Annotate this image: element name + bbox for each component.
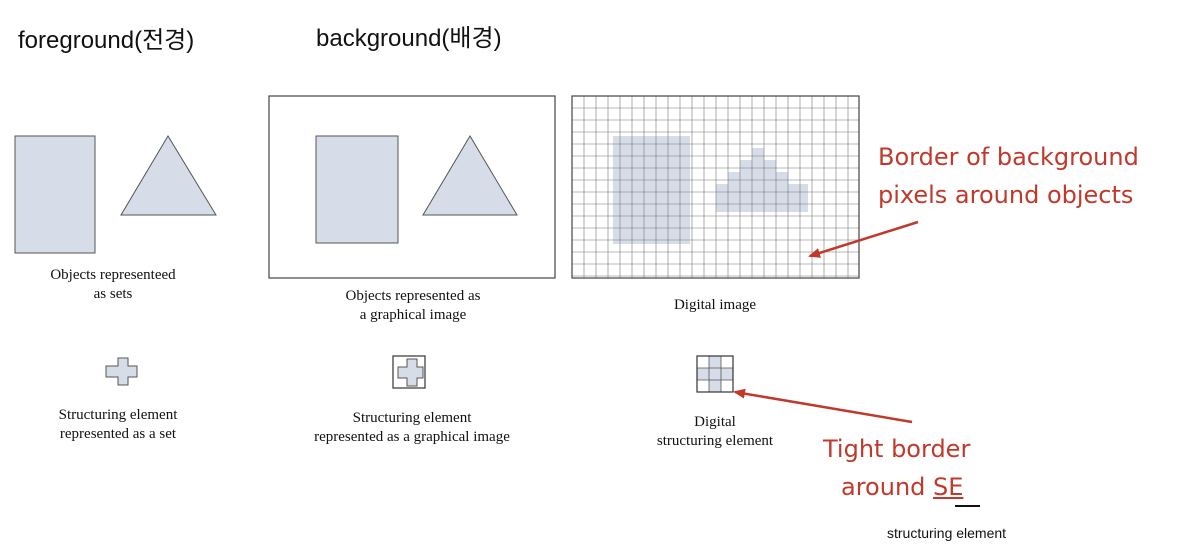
caption-objects-sets: Objects representeed as sets [10,266,216,304]
se-expansion-label: structuring element [887,525,1007,541]
caption-line: Structuring element [58,407,178,423]
caption-line: Digital [694,414,736,430]
digital-image-grid [571,95,860,279]
digital-frame [571,95,860,279]
graphical-triangle [422,135,518,216]
caption-line: represented as a set [59,426,177,442]
set-rectangle [14,135,96,254]
caption-se-digital: Digital structuring element [630,413,800,451]
set-triangle [120,135,217,216]
digital-triangle-top [752,148,764,160]
digital-triangle-row3 [728,172,788,184]
graphical-rectangle [315,135,399,244]
caption-line: Objects representeed [50,267,176,283]
graphical-frame [268,95,556,279]
digital-triangle-mid [740,160,776,172]
caption-se-set: Structuring element represented as a set [20,406,216,444]
annotation-line: pixels around objects [878,181,1134,209]
digital-triangle-base [716,184,808,212]
caption-se-graphical: Structuring element represented as a gra… [282,409,542,447]
tight-border-arrow [733,388,913,424]
tight-border-annotation-line2: around SE [841,468,963,506]
foreground-heading: foreground(전경) [18,27,195,54]
caption-line: structuring element [656,433,774,449]
caption-line: as sets [93,286,133,302]
background-heading: background(배경) [316,25,502,52]
se-digital-grid [696,355,734,393]
border-arrow [808,220,919,258]
border-annotation: Border of background pixels around objec… [878,138,1139,214]
annotation-line: Border of background [878,143,1139,171]
caption-line: Structuring element [352,410,472,426]
digital-rectangle-pixels [613,136,690,244]
caption-line: a graphical image [359,307,467,323]
caption-digital-image: Digital image [673,297,757,313]
se-graphical [392,355,426,389]
caption-line: Objects represented as [345,288,481,304]
caption-line: represented as a graphical image [314,429,510,445]
tight-border-annotation-line1: Tight border [823,435,971,463]
caption-objects-graphical: Objects represented as a graphical image [300,287,526,325]
se-set-cross [105,357,138,386]
annotation-prefix: around [841,473,934,501]
se-abbreviation: SE [933,473,964,501]
